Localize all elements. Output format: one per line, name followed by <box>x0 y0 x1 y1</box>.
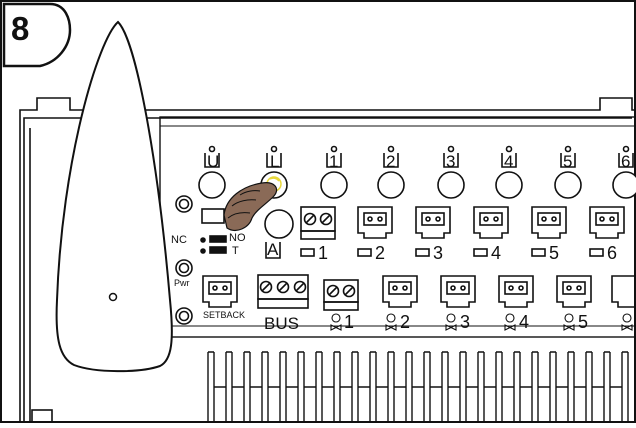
thermostat-label-2: 2 <box>375 243 386 263</box>
pwr-led <box>175 259 193 277</box>
button-a <box>264 209 294 259</box>
button-4 <box>495 145 523 199</box>
thermostat-connector-1 <box>300 248 315 257</box>
no-label: NO <box>229 232 246 244</box>
button-1-label: 1 <box>329 152 339 171</box>
valve-motor-icons <box>330 313 633 331</box>
valve-label-3: 3 <box>460 312 471 332</box>
valve-motor-icon-3 <box>445 313 457 331</box>
button-u <box>198 145 226 199</box>
thermostat-label-4: 4 <box>491 243 502 263</box>
valve-connector-6 <box>611 275 636 308</box>
status-led-top <box>175 195 193 213</box>
button-3 <box>437 145 465 199</box>
valve-motor-icon-2 <box>385 313 397 331</box>
button-6 <box>612 145 636 199</box>
button-6-label: 6 <box>621 152 631 171</box>
valve-connectors <box>382 275 636 308</box>
t-label: T <box>232 245 239 257</box>
setback-label: SETBACK <box>203 310 246 320</box>
valve-connector-4 <box>498 275 534 308</box>
button-2-label: 2 <box>386 152 396 171</box>
thermostat-connector-4 <box>473 206 509 257</box>
button-1 <box>320 145 348 199</box>
step-badge <box>2 2 72 68</box>
valve-label-1: 1 <box>344 312 355 332</box>
button-u-label: U <box>207 152 220 171</box>
setback-connector <box>202 275 238 308</box>
thermostat-label-3: 3 <box>433 243 444 263</box>
thermostat-connectors <box>300 206 625 257</box>
button-3-label: 3 <box>446 152 456 171</box>
thermostat-connector-2 <box>357 206 393 257</box>
valve-connector-5 <box>556 275 592 308</box>
thermostat-connector-5 <box>531 206 567 257</box>
pwr-label: Pwr <box>174 278 190 288</box>
button-5 <box>554 145 582 199</box>
valve-connector-2 <box>382 275 418 308</box>
thermostat-label-1: 1 <box>318 243 329 263</box>
valve-motor-icon-5 <box>563 313 575 331</box>
thermostat-connector-6 <box>589 206 625 257</box>
valve-motor-icon-6 <box>621 313 633 331</box>
bus-terminal <box>257 274 309 309</box>
button-4-label: 4 <box>504 152 514 171</box>
button-5-label: 5 <box>563 152 573 171</box>
remote-sensor-shape <box>55 20 173 373</box>
valve-motor-icon-1 <box>330 313 342 331</box>
setback-led <box>175 307 193 325</box>
valve-connector-3 <box>440 275 476 308</box>
screw-terminal-lower <box>323 279 359 311</box>
screw-terminal-upper <box>300 206 336 240</box>
valve-motor-icon-4 <box>504 313 516 331</box>
button-2 <box>377 145 405 199</box>
pressing-finger <box>223 176 282 231</box>
thermostat-label-6: 6 <box>607 243 618 263</box>
valve-label-5: 5 <box>578 312 589 332</box>
nc-label: NC <box>171 234 187 246</box>
thermostat-label-5: 5 <box>549 243 560 263</box>
nc-no-jumper <box>200 208 227 254</box>
step-number: 8 <box>11 10 30 47</box>
heat-sink <box>207 351 629 423</box>
thermostat-connector-3 <box>415 206 451 257</box>
bus-label: BUS <box>264 314 299 333</box>
valve-label-4: 4 <box>519 312 530 332</box>
valve-label-2: 2 <box>400 312 411 332</box>
button-l-label: L <box>270 152 280 171</box>
button-a-label: A <box>267 240 279 259</box>
enclosure <box>19 97 636 424</box>
